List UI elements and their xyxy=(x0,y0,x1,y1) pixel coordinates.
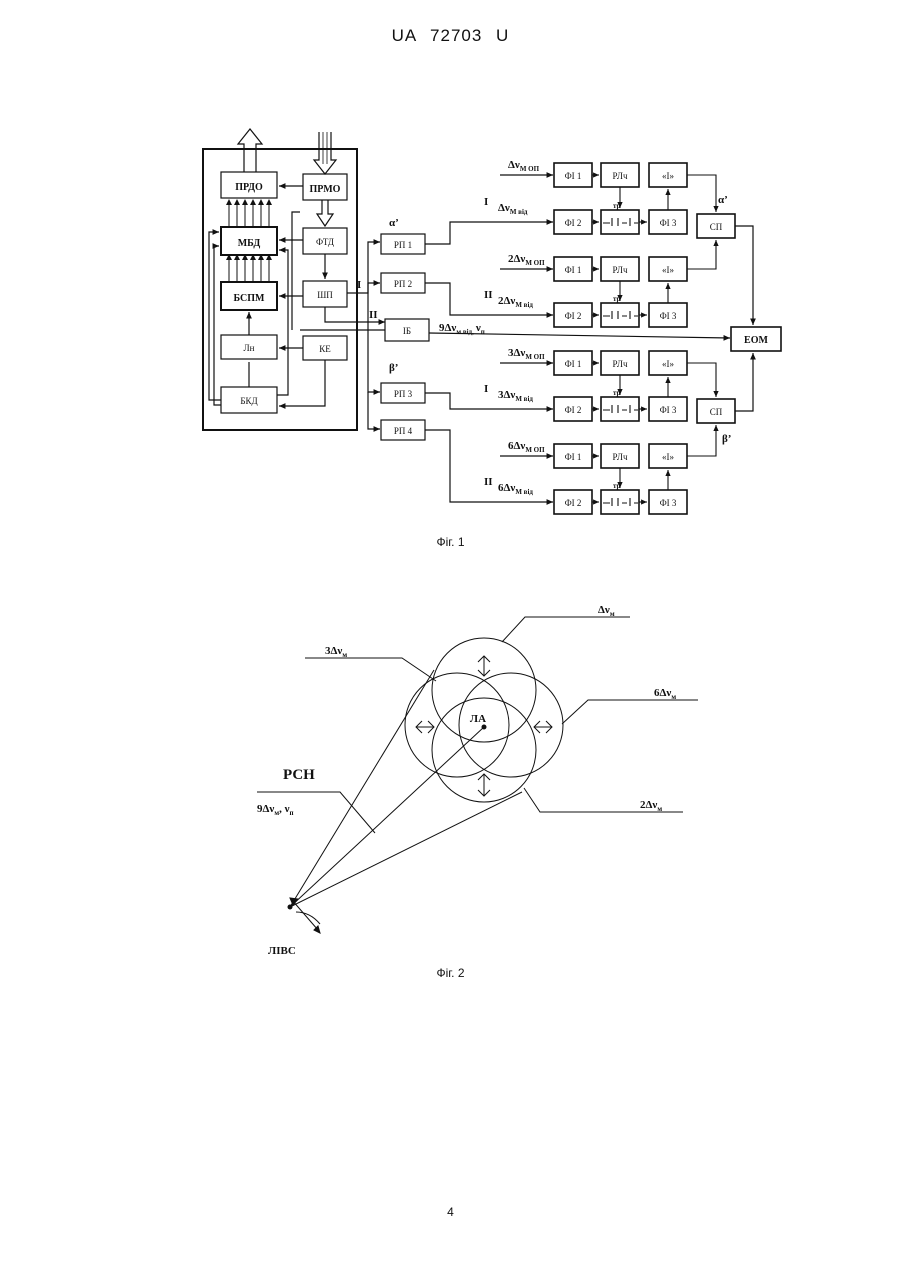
page-number: 4 xyxy=(0,1205,901,1219)
beam-circle-right xyxy=(459,673,563,777)
livs-label: ЛІВС xyxy=(268,945,296,957)
beam-label-2: 2Δνм xyxy=(640,799,662,813)
la-point xyxy=(482,725,487,730)
beam-label-6: 6Δνм xyxy=(654,687,676,701)
figure-2-beam-diagram: ЛА ЛІВС РСН 9Δνм, νп Δνм 3Δνм 6Δνм 2Δνм xyxy=(0,0,901,990)
beam-label-3: 3Δνм xyxy=(325,645,347,659)
rsn-label: РСН xyxy=(283,767,315,783)
la-label: ЛА xyxy=(470,713,486,725)
beam-label-1: Δνм xyxy=(598,604,615,618)
beam-circle-left xyxy=(405,673,509,777)
figure-2-caption: Фіг. 2 xyxy=(0,966,901,980)
rsn-signal-label: 9Δνм, νп xyxy=(257,803,294,817)
livs-point xyxy=(288,905,293,910)
